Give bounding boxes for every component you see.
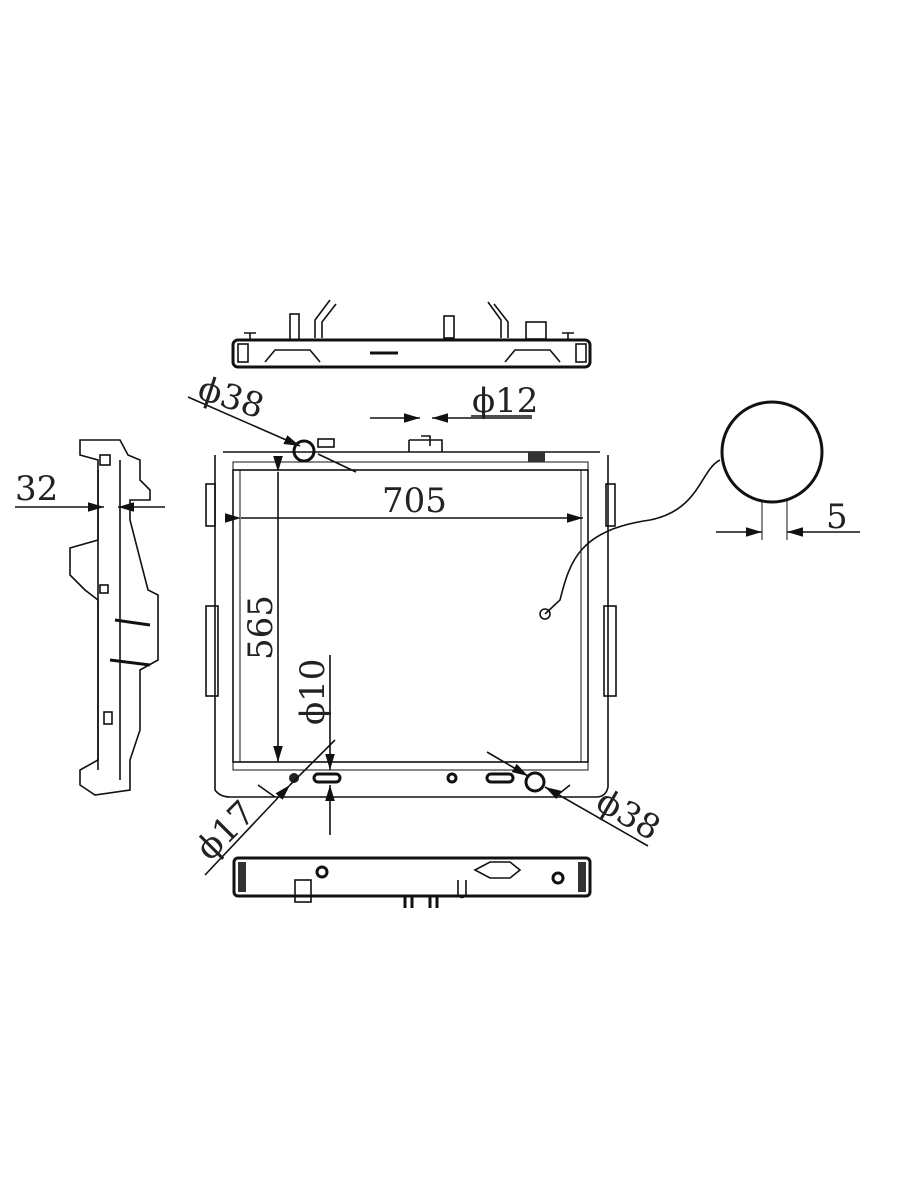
top-tank-view: [231, 299, 592, 369]
dimension-lines: [15, 396, 649, 876]
dim-drain-slot-diameter: ϕ10: [293, 659, 333, 725]
dim-core-thickness: 32: [15, 469, 58, 509]
dim-inlet-diameter-top: ϕ38: [193, 369, 269, 428]
front-view: [205, 435, 617, 798]
side-view: [69, 439, 159, 796]
dim-cap-pipe-diameter: ϕ12: [472, 381, 538, 421]
fin-detail: [539, 400, 860, 620]
dim-fin-pitch: 5: [826, 497, 848, 537]
dim-core-width: 705: [382, 481, 447, 521]
bottom-tank-view: [232, 856, 592, 908]
dim-core-height: 565: [241, 595, 281, 660]
dim-outlet-diameter-bottom: ϕ38: [590, 781, 668, 849]
